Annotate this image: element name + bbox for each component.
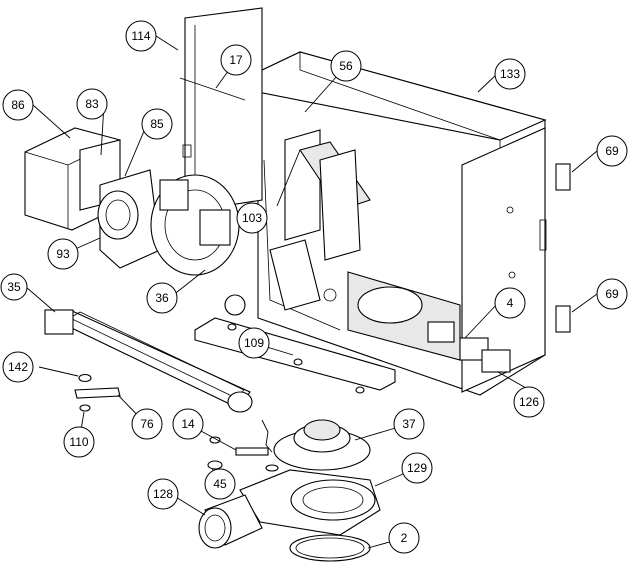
callout-86: 86 <box>2 89 34 121</box>
callout-103: 103 <box>236 202 268 234</box>
callout-17: 17 <box>220 44 252 76</box>
callout-36: 36 <box>146 282 178 314</box>
svg-text:37: 37 <box>402 417 416 431</box>
burner-box-129 <box>198 469 381 549</box>
burner-tube-35 <box>44 309 253 413</box>
svg-text:69: 69 <box>605 144 619 158</box>
small-parts-left <box>74 373 121 412</box>
svg-text:129: 129 <box>407 461 427 475</box>
brackets-69 <box>555 163 571 333</box>
svg-text:17: 17 <box>229 53 243 67</box>
callout-109: 109 <box>238 327 270 359</box>
callout-142: 142 <box>2 351 34 383</box>
svg-text:83: 83 <box>85 97 99 111</box>
callout-14: 14 <box>172 408 204 440</box>
callout-37: 37 <box>393 408 425 440</box>
callout-35: 35 <box>0 273 28 301</box>
svg-text:35: 35 <box>7 280 21 294</box>
svg-text:109: 109 <box>244 336 264 350</box>
svg-text:133: 133 <box>500 67 520 81</box>
callout-110: 110 <box>63 426 95 458</box>
cover-126 <box>481 349 511 373</box>
svg-text:85: 85 <box>150 117 164 131</box>
callout-4: 4 <box>494 287 526 319</box>
fasteners <box>227 323 365 394</box>
callout-126: 126 <box>513 386 545 418</box>
svg-text:86: 86 <box>11 98 25 112</box>
svg-text:4: 4 <box>507 296 514 310</box>
svg-text:126: 126 <box>519 395 539 409</box>
callout-114: 114 <box>125 20 157 52</box>
callout-76: 76 <box>131 408 163 440</box>
callout-93: 93 <box>47 238 79 270</box>
svg-text:114: 114 <box>131 29 150 43</box>
blower-85 <box>97 169 161 269</box>
callout-69-bottom: 69 <box>596 278 628 310</box>
svg-text:76: 76 <box>140 417 154 431</box>
callout-69-top: 69 <box>596 135 628 167</box>
svg-text:2: 2 <box>401 531 408 545</box>
svg-text:93: 93 <box>56 247 70 261</box>
svg-text:14: 14 <box>181 417 195 431</box>
gasket-2 <box>289 534 371 562</box>
callout-129: 129 <box>401 452 433 484</box>
svg-text:128: 128 <box>153 487 173 501</box>
svg-text:69: 69 <box>605 287 619 301</box>
callout-128: 128 <box>147 478 179 510</box>
svg-text:103: 103 <box>242 211 262 225</box>
callout-2: 2 <box>388 522 420 554</box>
callout-83: 83 <box>76 88 108 120</box>
callout-56: 56 <box>330 50 362 82</box>
igniter-14 <box>207 419 273 470</box>
blower-36 <box>150 174 240 276</box>
svg-text:45: 45 <box>213 477 227 491</box>
callout-85: 85 <box>141 108 173 140</box>
svg-text:36: 36 <box>155 291 169 305</box>
svg-text:110: 110 <box>69 435 88 449</box>
svg-text:56: 56 <box>339 59 353 73</box>
main-housing <box>194 51 547 396</box>
inducer-37 <box>265 419 371 472</box>
callout-133: 133 <box>494 58 526 90</box>
callout-45: 45 <box>204 468 236 500</box>
flue-assembly <box>224 129 371 316</box>
svg-text:142: 142 <box>8 360 28 374</box>
